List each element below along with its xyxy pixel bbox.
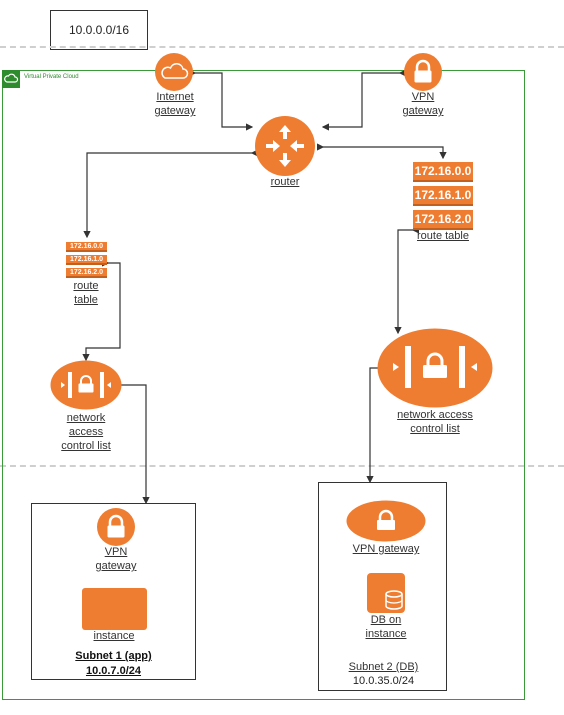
router-label: router	[270, 176, 300, 188]
route-table-right: 172.16.0.0 172.16.1.0 172.16.2.0	[413, 162, 473, 230]
vpn-gateway-label-line1: VPN	[411, 91, 435, 103]
nacl-left-label-line1: network	[66, 412, 106, 424]
route-table-left-label-line2: table	[74, 294, 98, 306]
route-table-right-label: route table	[417, 230, 469, 242]
separator-middle	[0, 465, 564, 467]
subnet1-cidr: 10.0.7.0/24	[85, 665, 142, 677]
db-label-line1: DB on	[370, 614, 402, 626]
vpc-cidr-box: 10.0.0.0/16	[50, 10, 148, 50]
nacl-right-icon	[377, 328, 493, 408]
route-table-left: 172.16.0.0 172.16.1.0 172.16.2.0	[66, 242, 107, 278]
subnet1-vpn-label-line1: VPN	[104, 546, 128, 558]
internet-gateway-label-line1: Internet	[156, 91, 194, 103]
subnet2-vpn-label: VPN gateway	[352, 543, 420, 555]
db-label-line2: instance	[365, 628, 407, 640]
instance-icon	[82, 588, 147, 630]
route-table-row: 172.16.2.0	[413, 210, 473, 230]
database-icon	[367, 573, 405, 613]
route-table-row: 172.16.1.0	[413, 186, 473, 206]
route-table-left-label-line1: route	[73, 280, 99, 292]
vpn-gateway-label-line2: gateway	[402, 105, 444, 117]
internet-gateway-cloud-icon	[155, 53, 193, 91]
route-table-row: 172.16.0.0	[413, 162, 473, 182]
vpc-cloud-badge-icon	[2, 70, 20, 88]
subnet2-vpn-gateway-icon	[346, 500, 426, 542]
nacl-left-label-line3: control list	[61, 440, 111, 452]
route-table-row: 172.16.1.0	[66, 255, 107, 265]
vpn-gateway-lock-icon	[404, 53, 442, 91]
nacl-left-label-line2: access	[68, 426, 104, 438]
instance-label: instance	[93, 630, 135, 642]
route-table-row: 172.16.2.0	[66, 268, 107, 278]
nacl-right-label-line2: control list	[410, 423, 460, 435]
internet-gateway-label-line2: gateway	[154, 105, 196, 117]
subnet1-name: Subnet 1 (app)	[75, 650, 152, 662]
vpc-container	[2, 70, 525, 700]
subnet1-vpn-label-line2: gateway	[95, 560, 137, 572]
router-icon	[255, 116, 315, 176]
nacl-left-icon	[50, 360, 122, 410]
subnet2-name: Subnet 2 (DB)	[348, 661, 419, 673]
separator-top	[0, 46, 564, 48]
vpc-title: Virtual Private Cloud	[24, 74, 79, 80]
subnet2-cidr: 10.0.35.0/24	[352, 675, 415, 687]
route-table-row: 172.16.0.0	[66, 242, 107, 252]
nacl-right-label-line1: network access	[397, 409, 473, 421]
subnet1-vpn-lock-icon	[97, 508, 135, 546]
